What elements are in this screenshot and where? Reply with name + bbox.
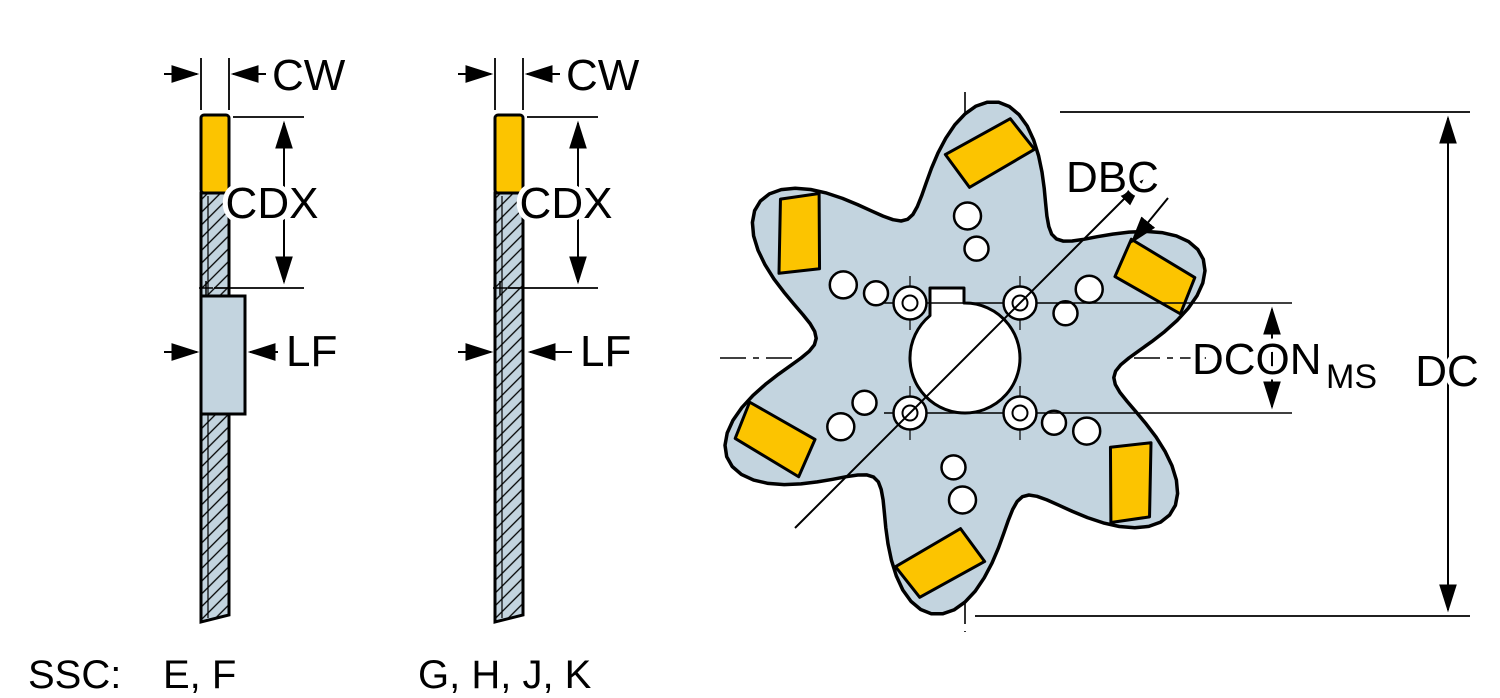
dcon-label: DCON xyxy=(1192,335,1322,384)
mid-depth-cross-mark xyxy=(493,281,507,295)
dbc-label: DBC xyxy=(1066,153,1159,202)
left-depth-cross-mark xyxy=(199,281,213,295)
left-insert-tip xyxy=(199,113,231,195)
dc-dimension: DC xyxy=(975,111,1484,617)
cutter-front-view: DBC DCON MS DC xyxy=(720,92,1484,632)
left-profile-view: CW CDX LF xyxy=(164,51,346,624)
insert-5 xyxy=(733,400,817,479)
insert-6 xyxy=(777,191,822,275)
mid-cw-dimension: CW xyxy=(458,51,640,110)
left-cdx-dimension: CDX xyxy=(214,116,323,289)
mid-lf-dimension: LF xyxy=(458,327,631,376)
left-hub-step xyxy=(199,294,247,416)
bolt-hole xyxy=(1002,386,1038,440)
left-cw-dimension: CW xyxy=(164,51,346,110)
left-cdx-label: CDX xyxy=(226,179,319,228)
ssc-label: SSC: xyxy=(28,653,121,697)
dcon-dimension: DCON MS xyxy=(1187,306,1382,410)
mid-profile-codes: G, H, J, K xyxy=(418,653,592,697)
dbc-dimension: DBC xyxy=(794,148,1169,529)
gullet-holes xyxy=(826,201,1104,515)
footer-codes: SSC: E, F G, H, J, K xyxy=(28,653,592,697)
insert-4 xyxy=(893,527,987,599)
left-cw-label: CW xyxy=(272,51,346,100)
mid-insert-tip xyxy=(493,113,525,195)
insert-2 xyxy=(1113,237,1197,316)
mid-cw-label: CW xyxy=(566,51,640,100)
mid-cdx-label: CDX xyxy=(520,179,613,228)
dc-label: DC xyxy=(1415,347,1479,396)
mid-cutter-body-section xyxy=(493,191,525,624)
left-lf-dimension: LF xyxy=(164,327,337,376)
left-profile-codes: E, F xyxy=(163,653,236,697)
center-bore-with-keyway xyxy=(908,286,1022,415)
cutter-inserts xyxy=(733,117,1197,599)
insert-1 xyxy=(943,117,1037,189)
mid-cdx-dimension: CDX xyxy=(508,116,617,289)
mid-lf-label: LF xyxy=(580,327,631,376)
middle-profile-view: CW CDX LF xyxy=(458,51,640,624)
left-lf-label: LF xyxy=(286,327,337,376)
bolt-hole xyxy=(892,276,928,330)
dcon-subscript-label: MS xyxy=(1326,358,1377,396)
insert-3 xyxy=(1108,441,1153,525)
